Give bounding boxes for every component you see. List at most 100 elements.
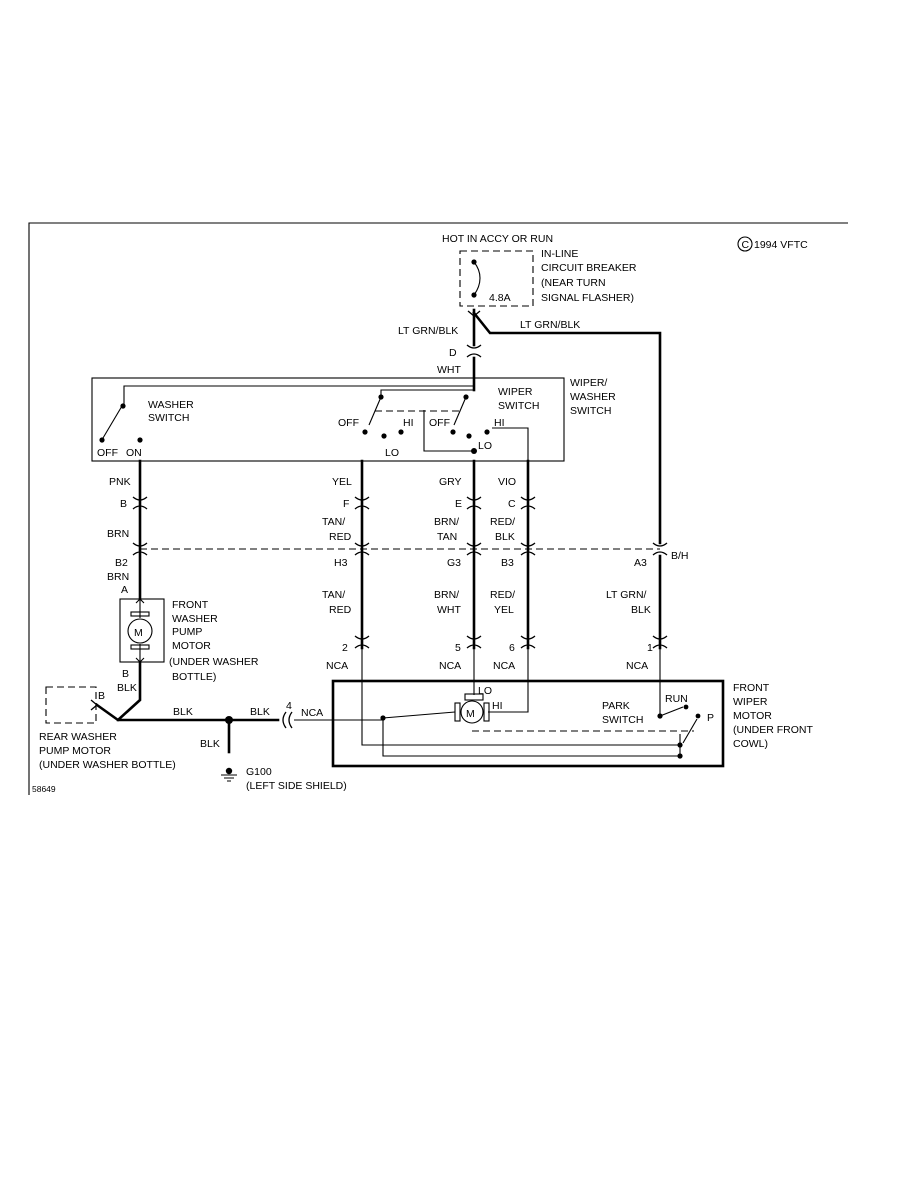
- connector-label-a: A: [121, 584, 128, 596]
- wiper-washer-label: WASHER: [570, 391, 616, 403]
- connector-5: [466, 635, 482, 649]
- wire-label-tan-red-2: TAN/: [322, 589, 345, 601]
- motor-symbol: M: [134, 627, 143, 639]
- breaker-rating: 4.8A: [489, 292, 511, 304]
- rear-washer-pump-label: REAR WASHER: [39, 731, 117, 743]
- wiper-off-label: OFF: [429, 417, 450, 429]
- front-washer-pump-label: FRONT: [172, 599, 209, 611]
- park-switch-label: SWITCH: [602, 714, 643, 726]
- connector-2: [354, 635, 370, 649]
- washer-switch-label: SWITCH: [148, 412, 189, 424]
- front-wiper-motor-label: WIPER: [733, 696, 768, 708]
- wiper-lo-label: LO: [385, 447, 399, 459]
- front-washer-pump-label: MOTOR: [172, 640, 211, 652]
- wiper-switch: WIPER SWITCH OFF HI LO OFF HI LO: [338, 386, 539, 461]
- front-wiper-motor: M LO HI: [361, 648, 683, 759]
- wiper-motor-hi-label: HI: [492, 700, 503, 712]
- washer-switch: WASHER SWITCH OFF ON: [97, 385, 474, 459]
- wiper-washer-label: WIPER/: [570, 377, 607, 389]
- wire-label-red-yel: YEL: [494, 604, 514, 616]
- wire-label-pnk: PNK: [109, 476, 131, 488]
- rear-washer-pump-motor: B REAR WASHER PUMP MOTOR (UNDER WASHER B…: [39, 686, 176, 771]
- ground-location-label: (LEFT SIDE SHIELD): [246, 780, 347, 792]
- wire-label-blk: BLK: [250, 706, 270, 718]
- front-washer-pump-label: PUMP: [172, 626, 202, 638]
- front-washer-pump-motor: M FRONT WASHER PUMP MOTOR (UNDER WASHER …: [119, 598, 259, 683]
- wire-label-ltgrnblk-left: LT GRN/BLK: [398, 325, 458, 337]
- wire-label-tan-red-2: RED: [329, 604, 352, 616]
- bulkhead-connector-h3: [354, 542, 370, 556]
- park-switch-label: PARK: [602, 700, 630, 712]
- wire-label-tan-red: TAN/: [322, 516, 345, 528]
- connector-label-d: D: [449, 347, 457, 359]
- wire-label-nca-4: NCA: [301, 707, 323, 719]
- ground-icon: [221, 767, 237, 782]
- rear-washer-pump-label: (UNDER WASHER BOTTLE): [39, 759, 176, 771]
- bulkhead-connector-g3: [466, 542, 482, 556]
- connector-4: [282, 711, 293, 729]
- connector-b: [132, 496, 148, 510]
- front-wiper-motor-label: COWL): [733, 738, 768, 750]
- wire-label-gry: GRY: [439, 476, 462, 488]
- wiper-washer-switch-housing: [91, 377, 565, 462]
- rear-washer-pump-label: PUMP MOTOR: [39, 745, 111, 757]
- wire-label-ltgrnblk-right: LT GRN/BLK: [520, 319, 580, 331]
- front-washer-pump-label: BOTTLE): [172, 671, 216, 683]
- connector-label-b-rear: B: [98, 690, 105, 702]
- park-switch-park-label: P: [707, 712, 714, 724]
- connector-label-bh: B/H: [671, 550, 689, 562]
- breaker-label-line: IN-LINE: [541, 248, 578, 260]
- connector-label-2: 2: [342, 642, 348, 654]
- wiper-washer-label: SWITCH: [570, 405, 611, 417]
- connector-c: [520, 496, 536, 510]
- circuit-breaker: 4.8A IN-LINE CIRCUIT BREAKER (NEAR TURN …: [459, 248, 637, 307]
- wiper-switch-label: SWITCH: [498, 400, 539, 412]
- wire-label-red-blk: RED/: [490, 516, 515, 528]
- copyright-text: 1994 VFTC: [754, 239, 808, 251]
- connector-e: [466, 496, 482, 510]
- wiper-off-label: OFF: [338, 417, 359, 429]
- wire-label-nca: NCA: [326, 660, 348, 672]
- connector-1: [652, 635, 668, 649]
- wire-label-vio: VIO: [498, 476, 516, 488]
- connector-d: [466, 344, 482, 358]
- front-wiper-motor-label: MOTOR: [733, 710, 772, 722]
- wire-label-brn-lower: BRN: [107, 571, 129, 583]
- park-switch: PARK SWITCH RUN P: [472, 648, 714, 744]
- connector-6: [520, 635, 536, 649]
- connector-label-5: 5: [455, 642, 461, 654]
- wire-label-brn-wht: WHT: [437, 604, 461, 616]
- bulkhead-connector-b3: [520, 542, 536, 556]
- wire-label-blk-ground: BLK: [200, 738, 220, 750]
- wire-label-blk-motor: BLK: [117, 682, 137, 694]
- front-wiper-motor-label: (UNDER FRONT: [733, 724, 813, 736]
- connector-label-b3: B3: [501, 557, 514, 569]
- wire-label-wht: WHT: [437, 364, 461, 376]
- breaker-label-line: SIGNAL FLASHER): [541, 292, 634, 304]
- breaker-output-terminal: [467, 310, 481, 317]
- connector-label-4: 4: [286, 700, 292, 712]
- connector-label-a3: A3: [634, 557, 647, 569]
- breaker-label-line: CIRCUIT BREAKER: [541, 262, 637, 274]
- wire-label-red-yel: RED/: [490, 589, 515, 601]
- wire-label-brn-wht: BRN/: [434, 589, 459, 601]
- wire-label-red-blk: BLK: [495, 531, 515, 543]
- diagram-frame: [28, 222, 848, 795]
- wire-label-brn: BRN: [107, 528, 129, 540]
- figure-id: 58649: [32, 784, 56, 794]
- front-washer-pump-label: (UNDER WASHER: [169, 656, 259, 668]
- wire-label-brn-tan: BRN/: [434, 516, 459, 528]
- breaker-label-line: (NEAR TURN: [541, 277, 606, 289]
- wiper-hi-label: HI: [403, 417, 414, 429]
- washer-off-label: OFF: [97, 447, 118, 459]
- wire-label-nca: NCA: [493, 660, 515, 672]
- wire-label-brn-tan: TAN: [437, 531, 457, 543]
- bulkhead-connector-a3: [652, 542, 668, 556]
- wire-feed-ltgrnblk-right: [472, 311, 662, 545]
- wire-label-yel: YEL: [332, 476, 352, 488]
- connector-label-6: 6: [509, 642, 515, 654]
- connector-label-b: B: [120, 498, 127, 510]
- connector-label-b-motor: B: [122, 668, 129, 680]
- connector-label-c: C: [508, 498, 516, 510]
